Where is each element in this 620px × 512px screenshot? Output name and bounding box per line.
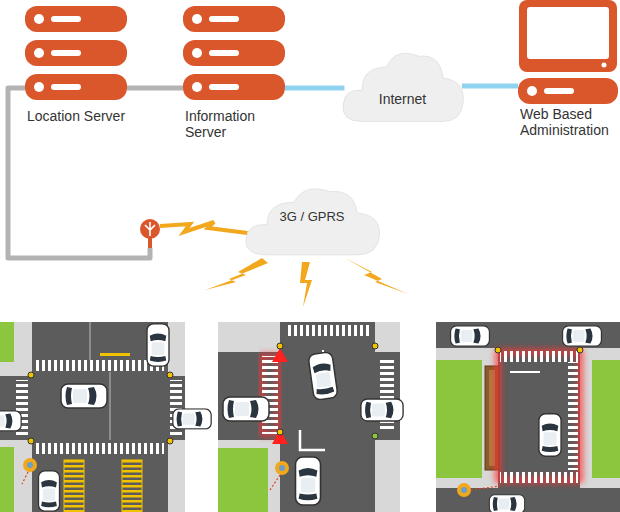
monitor-icon <box>518 0 618 104</box>
cloud-shape <box>335 40 470 135</box>
street-panel-3 <box>436 322 620 512</box>
radio-bolts <box>205 258 408 307</box>
node-label: Information Server <box>185 108 285 140</box>
admin-terminal: Web Based Administration <box>518 0 618 140</box>
street-panel-2 <box>218 322 403 512</box>
network-link <box>127 88 183 89</box>
cloud-label: Internet <box>335 91 470 107</box>
network-link <box>285 88 344 89</box>
server-node: Information Server <box>183 2 285 142</box>
server-icon <box>183 2 285 106</box>
cloud-label: 3G / GPRS <box>237 209 387 225</box>
server-node: Location Server <box>25 2 127 126</box>
antenna-icon <box>140 219 160 248</box>
network-cloud: Internet <box>335 40 470 135</box>
server-icon <box>25 2 127 106</box>
node-label: Web Based Administration <box>520 106 620 138</box>
street-panel-1 <box>0 322 211 512</box>
node-label: Location Server <box>27 108 127 124</box>
network-link <box>462 86 518 87</box>
network-cloud: 3G / GPRS <box>237 176 387 268</box>
